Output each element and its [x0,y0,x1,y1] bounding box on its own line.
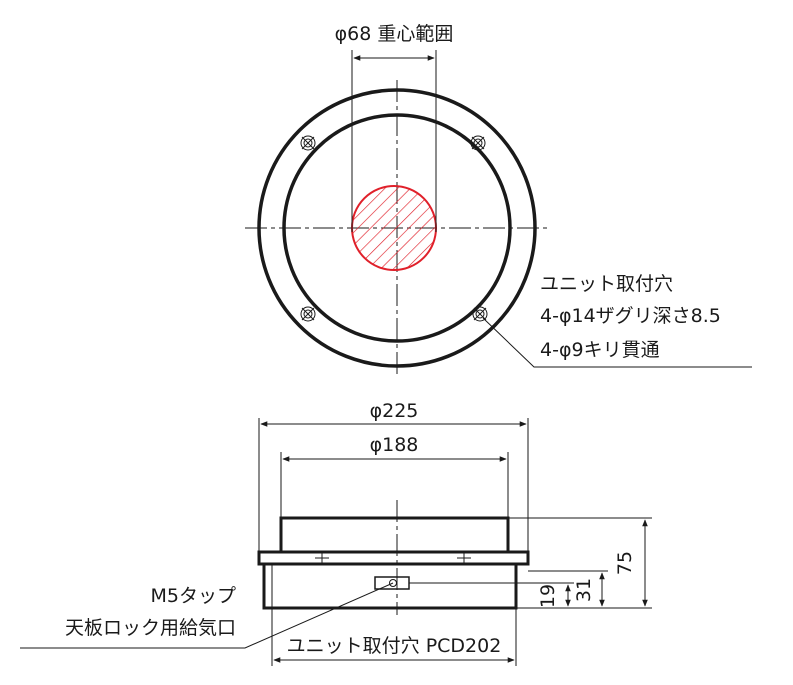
hole-callout-line-1: ユニット取付穴 [540,273,673,295]
port-callout-line-2: 天板ロック用給気口 [65,617,236,639]
port-callout-line-1: M5タップ [151,585,236,607]
cog-region [351,185,437,271]
mounting-hole-se [472,306,488,322]
hole-callout-leader [482,317,752,368]
outer-circle [257,88,537,368]
mounting-hole-ne [470,135,486,151]
table-top-body [279,516,510,554]
top-view: φ68 重心範囲 ユニット取付穴 4-φ14ザ [245,23,752,378]
h19-label: 19 [537,584,559,608]
mounting-hole-nw [300,135,316,151]
inner-circle [282,113,512,343]
hole-callout-line-2: 4-φ14ザグリ深さ8.5 [540,305,721,327]
flange-plate [257,550,530,566]
pcd-label: ユニット取付穴 PCD202 [287,635,502,657]
side-view: φ225 φ188 75 31 19 ユニット取付穴 PCD202 M5タップ … [20,400,652,666]
base-body [262,562,518,610]
air-port-hole [389,579,397,587]
hole-callout-line-3: 4-φ9キリ貫通 [540,339,660,361]
dia225-label: φ225 [370,400,419,422]
h31-label: 31 [573,578,595,602]
h75-label: 75 [614,551,636,575]
cog-dimension-label: φ68 重心範囲 [335,23,454,45]
dia188-label: φ188 [370,434,419,456]
port-callout-leader [20,582,394,649]
mounting-hole-sw [300,306,316,322]
